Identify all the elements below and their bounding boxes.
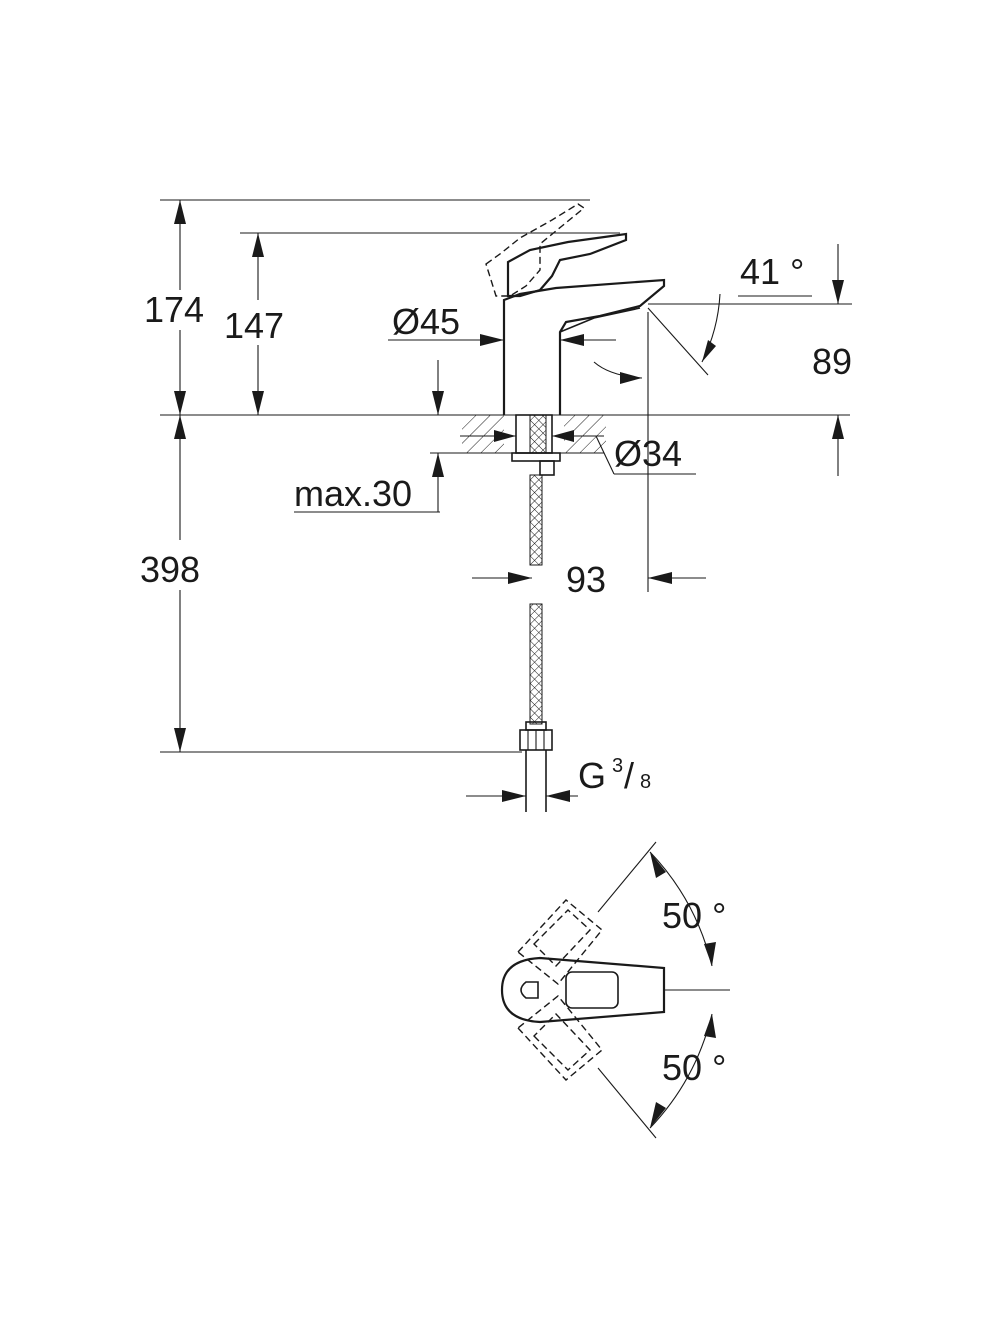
dim-89: 89 [648,244,852,476]
dim-angle-50-lower: 50 ° [649,1013,726,1129]
dim-50-upper-label: 50 ° [662,895,726,936]
dim-angle-50-upper: 50 ° [649,851,726,967]
dim-89-label: 89 [812,341,852,382]
dim-g-label: G [578,755,606,796]
mounting-shank [511,414,561,476]
dim-93: 93 [472,312,706,600]
dim-diameter-45: Ø45 [388,301,616,346]
dim-174: 174 [144,199,590,415]
dim-147-label: 147 [224,305,284,346]
dim-g-denominator: 8 [640,771,651,793]
lever-raised-position [485,203,586,297]
dim-angle-41: 41 ° [593,251,812,384]
dim-g-slash: / [624,755,634,796]
dim-max-30: max.30 [294,360,470,514]
dim-thread-g38: G 3 / 8 [466,755,651,802]
dim-max30-label: max.30 [294,473,412,514]
dim-93-label: 93 [566,559,606,600]
top-handle [500,956,666,1024]
flexible-hose [519,474,553,812]
faucet-body [502,278,666,415]
dim-41-label: 41 ° [740,251,804,292]
dim-174-label: 174 [144,289,204,330]
dim-147: 147 [224,232,620,415]
dim-45-label: Ø45 [392,301,460,342]
top-handle-rotated-positions [516,899,603,1081]
dim-50-lower-label: 50 ° [662,1047,726,1088]
dim-398-label: 398 [140,549,200,590]
side-view: 174 147 Ø45 41 ° [140,199,852,812]
dim-398: 398 [140,415,522,753]
lever-handle [506,232,628,298]
top-view: 50 ° 50 ° [500,841,730,1139]
dim-g-numerator: 3 [612,755,623,777]
